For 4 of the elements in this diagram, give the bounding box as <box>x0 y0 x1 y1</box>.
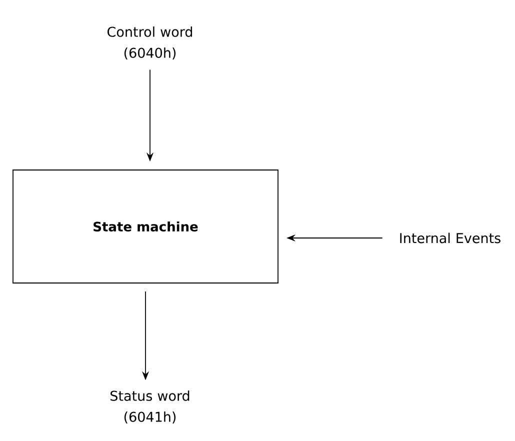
text-label: Status word (6041h) <box>110 390 190 424</box>
text-label: Internal Events <box>400 232 500 244</box>
process-box: State machine <box>12 170 278 284</box>
text-label: Control word (6040h) <box>108 26 192 60</box>
